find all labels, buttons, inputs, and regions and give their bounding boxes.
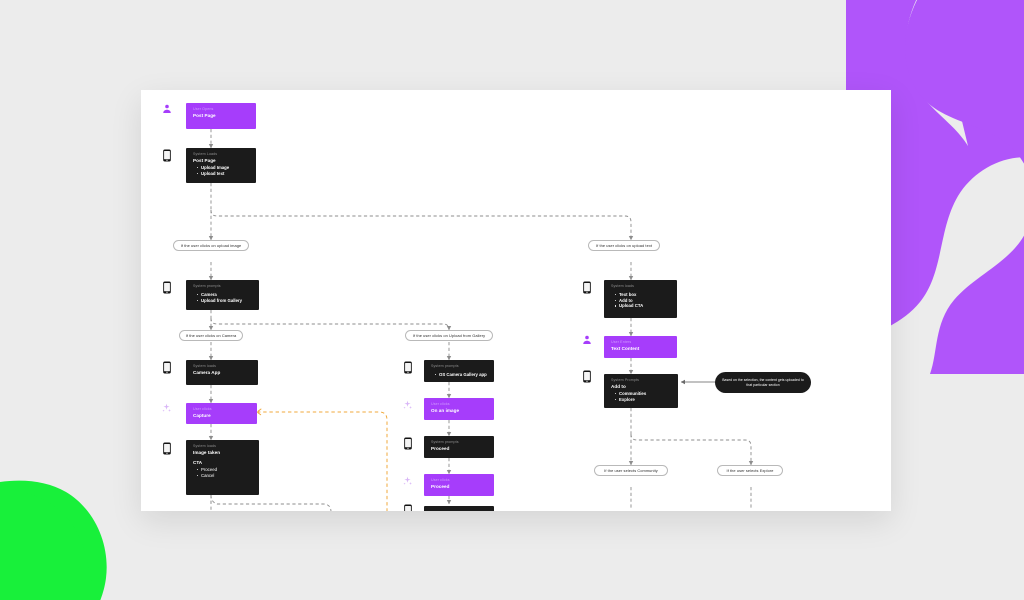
mobile-icon (404, 437, 412, 450)
node-title: Add to (611, 384, 626, 389)
node-system-loads-post-page[interactable]: System Loads Post Page Upload Image Uplo… (186, 148, 256, 183)
user-icon (163, 104, 171, 113)
mobile-icon (163, 361, 171, 374)
node-list-item: Camera (196, 292, 253, 298)
node-kicker: User clicks (431, 402, 450, 406)
mobile-icon (163, 442, 171, 455)
node-list-item: Upload from Gallery (196, 298, 253, 304)
purple-blob-main (905, 0, 1024, 374)
node-kicker: User clicks (193, 407, 212, 411)
decision-upload-image[interactable]: If the user clicks on upload image (173, 240, 249, 251)
node-item-list: Camera Upload from Gallery (193, 292, 253, 303)
node-kicker: System prompts (431, 440, 459, 444)
node-list-item: Add to (614, 298, 671, 304)
flow-connectors (208, 129, 754, 511)
node-item-list: Communities Explore (611, 391, 672, 402)
node-system-prompts-proceed[interactable]: System prompts Proceed (424, 436, 494, 458)
sparkle-icon (403, 476, 412, 485)
node-list-item: Cancel (196, 473, 253, 479)
mobile-icon (404, 361, 412, 374)
node-kicker: User Enters (611, 340, 632, 344)
mobile-icon (163, 149, 171, 162)
node-system-loads-text-box[interactable]: System loads Text box Add to Upload CTA (604, 280, 677, 318)
node-kicker: System Loads (193, 152, 218, 156)
node-user-clicks-capture[interactable]: User clicks Capture (186, 403, 257, 424)
node-title: Proceed (431, 484, 450, 489)
decision-clicks-upload-from-gallery[interactable]: If the user clicks on Upload from Galler… (405, 330, 493, 341)
node-title: Text Content (611, 346, 640, 351)
annotation-note: Based on the selection, the content gets… (715, 372, 811, 393)
mobile-icon (163, 281, 171, 294)
decision-upload-text[interactable]: If the user clicks on upload text (588, 240, 660, 251)
node-list-item: Upload CTA (614, 303, 671, 309)
node-kicker: System prompts (431, 364, 459, 368)
node-title: On an image (431, 408, 460, 413)
node-kicker: System prompts (193, 284, 221, 288)
node-kicker: System Prompts (611, 378, 640, 382)
node-kicker: User Opens (193, 107, 214, 111)
node-title: Post Page (193, 113, 216, 118)
node-title: Proceed (431, 446, 450, 451)
user-icon (583, 335, 591, 344)
node-title: Post Page (193, 158, 216, 163)
mobile-icon (404, 504, 412, 511)
decision-selects-community[interactable]: If the user selects Community (594, 465, 668, 476)
node-item-list: OS Camera Gallery app (431, 372, 488, 378)
node-kicker: System loads (193, 364, 217, 368)
node-system-prompts-add-to[interactable]: System Prompts Add to Communities Explor… (604, 374, 678, 408)
node-system-loads-camera-app[interactable]: System loads Camera App (186, 360, 258, 385)
node-title: Image taken (193, 450, 221, 455)
node-list-item: Upload Image (196, 165, 250, 171)
flowchart-canvas: User Opens Post Page System Loads Post P… (141, 90, 891, 511)
mobile-icon (583, 281, 591, 294)
node-item-list: Upload Image Upload text (193, 165, 250, 176)
node-kicker: User clicks (431, 478, 450, 482)
node-list-item: Text box (614, 292, 671, 298)
node-system-loads-image-taken[interactable]: System loads Image taken CTA Proceed Can… (186, 440, 259, 495)
node-list-item: Explore (614, 397, 672, 403)
node-list-item: Communities (614, 391, 672, 397)
sparkle-icon (403, 400, 412, 409)
node-item-list: Text box Add to Upload CTA (611, 292, 671, 309)
node-kicker: System loads (611, 284, 635, 288)
node-user-enters-text-content[interactable]: User Enters Text Content (604, 336, 677, 358)
decision-clicks-camera[interactable]: If the user clicks on Camera (179, 330, 243, 341)
node-list-item: Proceed (196, 467, 253, 473)
mobile-icon (583, 370, 591, 383)
node-title: Camera App (193, 370, 221, 375)
node-subhead: CTA (193, 460, 203, 465)
node-user-opens-post-page[interactable]: User Opens Post Page (186, 103, 256, 129)
node-list-item: Upload text (196, 171, 250, 177)
node-list-item: OS Camera Gallery app (434, 372, 488, 378)
node-item-list: Proceed Cancel (193, 467, 253, 478)
node-user-clicks-on-an-image[interactable]: User clicks On an image (424, 398, 494, 420)
node-title: Capture (193, 413, 211, 418)
node-system-prompts-camera-gallery[interactable]: System prompts Camera Upload from Galler… (186, 280, 259, 310)
node-user-clicks-proceed[interactable]: User clicks Proceed (424, 474, 494, 496)
sparkle-icon (162, 403, 171, 412)
green-blob-main (0, 489, 99, 600)
node-next-clipped[interactable] (424, 506, 494, 511)
node-kicker: System loads (193, 444, 217, 448)
node-system-prompts-os-gallery[interactable]: System prompts OS Camera Gallery app (424, 360, 494, 382)
decision-selects-explore[interactable]: If the user selects Explore (717, 465, 783, 476)
